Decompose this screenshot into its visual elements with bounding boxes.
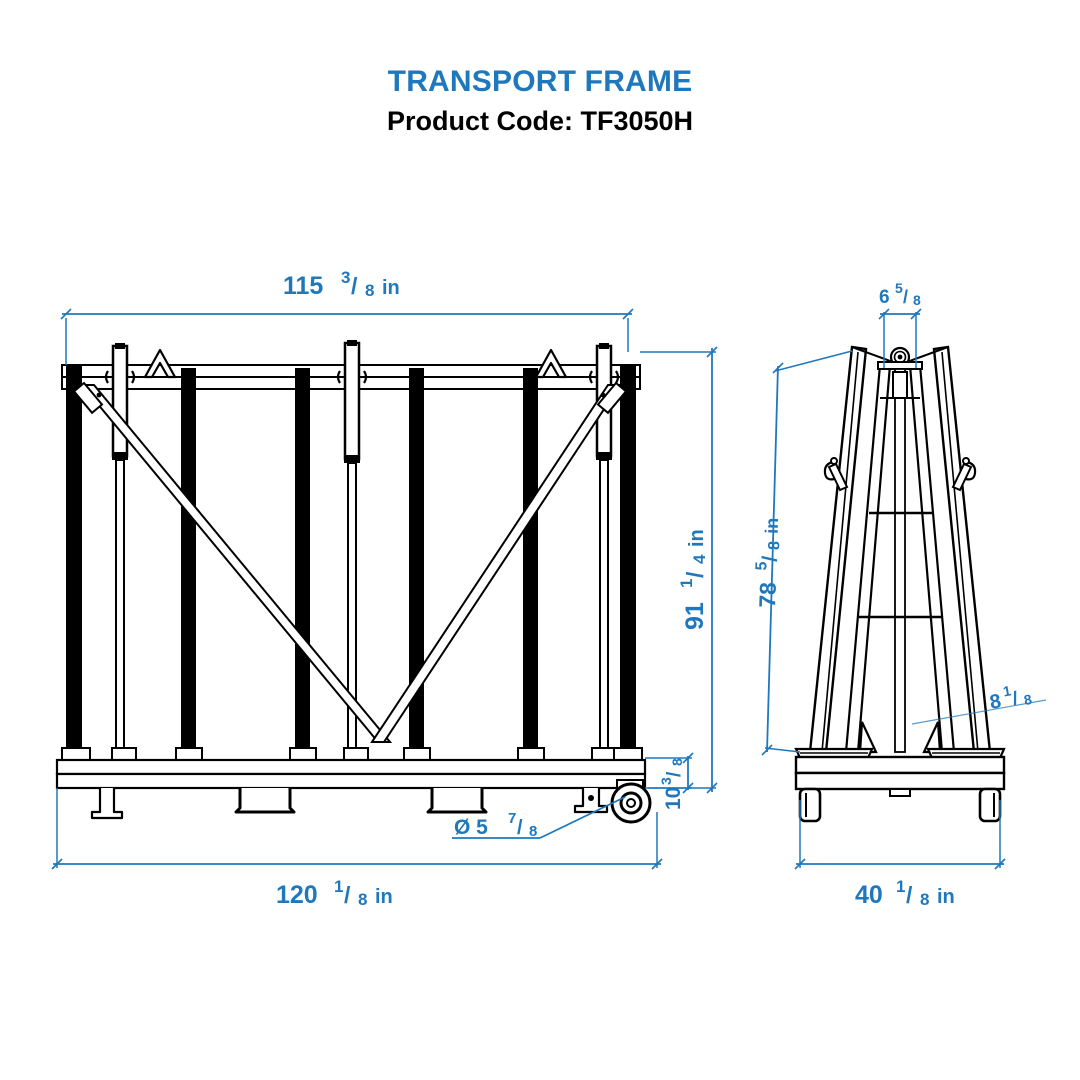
dim-fraction-slash: / — [517, 817, 523, 839]
dim-value-denominator: 4 — [690, 554, 709, 564]
dim-value-numerator: 1 — [1002, 682, 1013, 699]
dim-value-whole: 120 — [276, 881, 318, 909]
dimension-front-height — [640, 346, 718, 794]
dim-value-whole: 40 — [855, 881, 883, 909]
dim-value-whole: 8 — [988, 690, 1003, 714]
label-caster-diameter: Ø 5 7 / 8 — [454, 810, 537, 840]
title-block: TRANSPORT FRAME Product Code: TF3050H — [0, 62, 1080, 140]
dim-value-numerator: 5 — [753, 561, 770, 571]
side-center-column — [880, 368, 920, 753]
dim-fraction-slash: / — [903, 287, 908, 307]
dim-fraction-slash: / — [682, 571, 708, 578]
dim-value-whole: 78 — [754, 581, 781, 608]
dimension-caster-diameter — [452, 796, 626, 839]
dimension-side-apex-width — [878, 308, 922, 368]
side-latch-hooks — [823, 457, 977, 492]
front-base-beam — [55, 758, 647, 790]
dim-value-denominator: 8 — [358, 890, 367, 909]
dim-value-denominator: 8 — [920, 890, 929, 909]
front-view-dimensions — [51, 308, 718, 870]
dim-value-whole: 115 — [283, 272, 323, 300]
product-code: Product Code: TF3050H — [386, 106, 694, 136]
front-dimension-text: 115 3 / 8 in 91 1 / 4 in 10 3 / 8 120 1 … — [276, 268, 709, 909]
label-front-height: 91 1 / 4 in — [677, 529, 709, 630]
dimension-side-base-width — [794, 800, 1006, 870]
dim-value-numerator: 1 — [334, 877, 343, 896]
side-ladder-rungs — [859, 511, 942, 619]
front-caster-wheel — [610, 779, 652, 824]
front-main-posts — [66, 365, 636, 753]
dim-unit: in — [375, 886, 393, 908]
dim-value-whole: Ø 5 — [454, 816, 488, 839]
dim-value-numerator: 1 — [677, 579, 696, 588]
dim-value-denominator: 8 — [365, 281, 374, 300]
telescoping-post — [336, 340, 368, 754]
dim-unit: in — [382, 277, 400, 299]
label-side-base-overhang: 8 1 / 8 — [988, 682, 1034, 714]
side-dimension-text: 6 5 / 8 78 5 / 8 in 8 1 / 8 40 1 / 8 in — [753, 280, 1034, 909]
dimension-front-top-width — [60, 308, 634, 365]
dimension-side-height — [761, 350, 853, 756]
label-front-base-height: 10 3 / 8 — [658, 758, 685, 810]
dim-value-denominator: 8 — [766, 541, 783, 551]
dim-value-denominator: 8 — [913, 292, 921, 308]
side-base-beam — [794, 755, 1006, 797]
dim-fraction-slash: / — [664, 771, 685, 777]
front-base-legs — [90, 788, 609, 820]
page-title: TRANSPORT FRAME — [387, 65, 693, 98]
dim-value-numerator: 3 — [658, 777, 674, 785]
label-front-top-width: 115 3 / 8 in — [283, 268, 400, 300]
dim-fraction-slash: / — [1011, 688, 1021, 710]
side-view-dimensions — [761, 308, 1047, 870]
dim-value-numerator: 1 — [896, 877, 905, 896]
dimension-front-base-height — [645, 752, 694, 794]
dim-fraction-slash: / — [351, 273, 358, 299]
dim-value-whole: 6 — [879, 287, 890, 308]
label-side-base-width: 40 1 / 8 in — [855, 877, 955, 909]
dim-fraction-slash: / — [759, 555, 782, 562]
side-caster-wheels — [798, 787, 1002, 823]
dim-value-denominator: 8 — [529, 823, 537, 840]
dimension-side-base-overhang — [911, 699, 1047, 725]
dim-unit: in — [937, 886, 955, 908]
front-elevation-view — [55, 340, 652, 824]
dim-value-numerator: 3 — [341, 268, 350, 287]
label-front-base-width: 120 1 / 8 in — [276, 877, 393, 909]
dim-value-denominator: 8 — [1023, 691, 1034, 708]
label-side-apex-width: 6 5 / 8 — [879, 280, 921, 308]
dim-value-numerator: 7 — [508, 810, 516, 827]
dim-fraction-slash: / — [344, 882, 351, 908]
dim-unit: in — [686, 529, 708, 547]
dim-value-numerator: 5 — [895, 280, 903, 296]
dimension-front-base-width — [51, 788, 663, 870]
dim-value-whole: 91 — [681, 602, 709, 630]
dim-unit: in — [762, 517, 783, 534]
label-side-height: 78 5 / 8 in — [753, 517, 783, 608]
side-elevation-view — [794, 345, 1006, 823]
front-foot-plates — [61, 747, 643, 762]
dim-fraction-slash: / — [906, 882, 913, 908]
dim-value-whole: 10 — [662, 787, 685, 810]
dim-value-denominator: 8 — [669, 758, 685, 766]
front-triangle-brackets — [143, 348, 568, 379]
front-diagonal-braces — [72, 381, 628, 743]
